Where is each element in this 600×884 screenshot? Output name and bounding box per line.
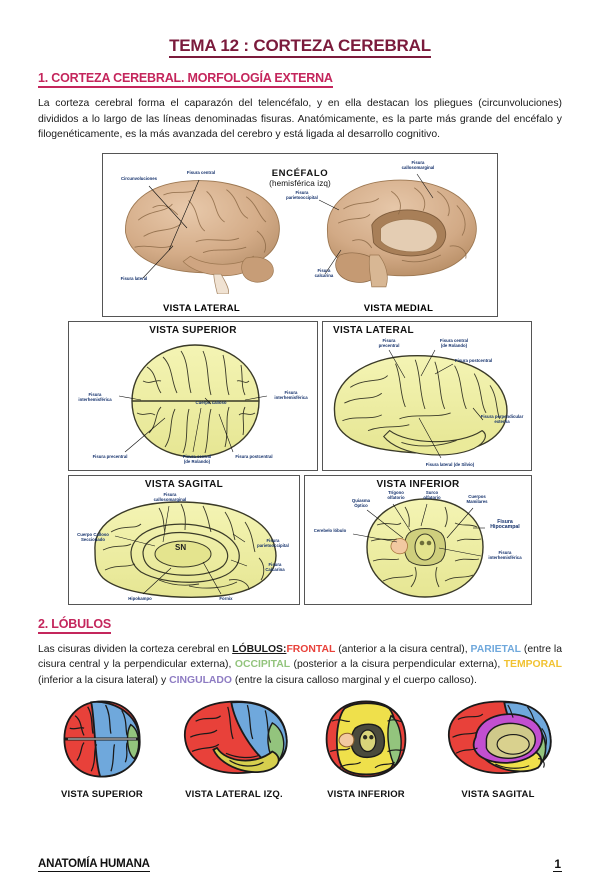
figure-vista-inferior-title: VISTA INFERIOR <box>376 478 460 490</box>
label-sup-interhem-right: Fisura interhemisférica <box>274 389 308 400</box>
page-title: TEMA 12 : CORTEZA CEREBRAL <box>38 36 562 58</box>
lobe-caption-superior: VISTA SUPERIOR <box>61 789 143 800</box>
label-sup-central: Fisura central (de Rolando) <box>182 453 212 464</box>
svg-text:SN: SN <box>175 543 186 552</box>
label-sag-cuerpo-calloso: Cuerpo Calloso Seccionado <box>77 531 109 542</box>
figure-vista-sagital-title: VISTA SAGITAL <box>144 478 224 490</box>
label-sup-interhem-left: Fisura interhemisférica <box>78 391 112 402</box>
para2-occipital: OCCIPITAL <box>234 659 291 670</box>
lobe-brain-sagital <box>448 700 552 774</box>
figure-encefalo-caption-medial: VISTA MEDIAL <box>363 302 434 314</box>
para2-part3: (entre la cisura central y la perpendicu… <box>38 643 562 671</box>
label-lat-lateral: Fisura lateral (de Silvio) <box>425 461 475 467</box>
label-lat-perpendicular: Fisura perpendicular externa <box>480 413 524 424</box>
lobe-views-row: VISTA SUPERIOR VISTA L <box>38 696 562 800</box>
brain-medial-photo <box>327 179 477 287</box>
lobe-caption-inferior: VISTA INFERIOR <box>327 789 405 800</box>
label-sag-calcarina: Fisura Calcarina <box>265 561 285 572</box>
label-sag-fornix: Fornix <box>219 595 233 601</box>
para2-frontal: FRONTAL <box>286 643 336 655</box>
brain-inferior-outline <box>366 497 484 598</box>
lobe-view-superior: VISTA SUPERIOR <box>38 696 166 800</box>
para2-part5: (inferior a la cisura lateral) y <box>38 674 170 686</box>
lobe-view-lateral: VISTA LATERAL IZQ. <box>170 696 298 800</box>
lobe-brain-inferior <box>325 700 407 778</box>
section-1-paragraph: La corteza cerebral forma el caparazón d… <box>38 98 562 140</box>
lobe-brain-superior <box>63 700 141 778</box>
section-heading-2: 2. LÓBULOS <box>38 616 562 634</box>
para2-part6: (entre la cisura calloso marginal y el c… <box>232 674 477 686</box>
label-sup-precentral: Fisura precentral <box>92 453 128 459</box>
label-fisura-calcarina: Fisura calcarina <box>314 267 334 278</box>
figure-row-3: VISTA SAGITAL <box>38 474 562 605</box>
lobe-caption-lateral: VISTA LATERAL IZQ. <box>185 789 283 800</box>
figure-vista-lateral-title: VISTA LATERAL <box>333 324 414 336</box>
label-inf-quiasma: Quiasma Óptico <box>351 497 371 508</box>
label-inf-hipocampal: Fisura Hipocampal <box>490 518 520 530</box>
label-sag-parietooccipital: Fisura parietooccipital <box>257 537 289 548</box>
section-heading-1: 1. CORTEZA CEREBRAL. MORFOLOGÍA EXTERNA <box>38 71 562 88</box>
para2-temporal: TEMPORAL <box>503 659 562 670</box>
figure-1-row: ENCÉFALO (hemisférica izq) <box>38 152 562 317</box>
figure-vista-superior-title: VISTA SUPERIOR <box>149 324 237 336</box>
figure-vista-sagital: VISTA SAGITAL <box>68 474 300 605</box>
para2-part4: (posterior a la cisura perpendicular ext… <box>290 659 504 670</box>
label-inf-trigono: Trígono olfatorio <box>387 489 405 500</box>
label-inf-cerebelo: Cerebelo lóbulo <box>313 527 347 533</box>
label-lat-postcentral: Fisura postcentral <box>455 357 493 363</box>
encefalo-subtitle: (hemisférica izq) <box>269 178 331 188</box>
figure-vista-lateral: VISTA LATERAL <box>322 320 532 471</box>
label-inf-surco: Surco olfatorio <box>423 489 441 500</box>
section-heading-1-text: 1. CORTEZA CEREBRAL. MORFOLOGÍA EXTERNA <box>38 71 333 88</box>
label-sag-hipokampo: Hipokampo <box>128 595 152 601</box>
label-fisura-central: Fisura central <box>186 169 216 175</box>
label-sup-cuerpo-calloso: Cuerpo calloso <box>195 399 227 405</box>
figure-encefalo-heading: ENCÉFALO (hemisférica izq) <box>269 168 331 188</box>
para2-cingulado: CINGULADO <box>169 674 233 686</box>
figure-encefalo-caption-lateral: VISTA LATERAL <box>162 302 241 314</box>
label-circunvoluciones: Circunvoluciones <box>120 175 158 181</box>
section-heading-2-text: 2. LÓBULOS <box>38 616 111 634</box>
encefalo-title: ENCÉFALO <box>271 167 329 179</box>
label-inf-cuerpos: Cuerpos Mamilares <box>466 493 488 504</box>
page-title-text: TEMA 12 : CORTEZA CEREBRAL <box>169 36 431 58</box>
label-inf-interhemisferica: Fisura interhemisférica <box>488 549 522 560</box>
brain-sagital-outline: SN <box>94 500 277 598</box>
footer-page-number: 1 <box>553 857 562 872</box>
lobe-view-sagital: VISTA SAGITAL <box>434 696 562 800</box>
para2-parietal: PARIETAL <box>470 643 521 655</box>
figure-vista-superior: VISTA SUPERIOR <box>68 320 318 471</box>
label-fisura-parietooccipital: Fisura parietooccipital <box>286 189 318 200</box>
label-lat-precentral: Fisura precentral <box>378 337 400 348</box>
lobe-caption-sagital: VISTA SAGITAL <box>461 789 535 800</box>
page-footer: ANATOMÍA HUMANA 1 <box>38 858 562 872</box>
section-2-paragraph: Las cisuras dividen la corteza cerebral … <box>38 642 562 689</box>
para2-lobulos: LÓBULOS: <box>232 643 287 655</box>
document-page: TEMA 12 : CORTEZA CEREBRAL 1. CORTEZA CE… <box>0 36 600 884</box>
lobe-brain-lateral <box>184 700 288 774</box>
label-sag-callosomarginal: Fisura callosomarginal <box>153 491 187 502</box>
figure-row-2: VISTA SUPERIOR <box>38 320 562 471</box>
label-lat-central: Fisura central (de Rolando) <box>439 337 469 348</box>
para2-part1: Las cisuras dividen la corteza cerebral … <box>38 643 233 655</box>
brain-lateral-outline <box>333 354 508 455</box>
lobe-view-inferior: VISTA INFERIOR <box>302 696 430 800</box>
figure-encefalo: ENCÉFALO (hemisférica izq) <box>102 152 498 317</box>
label-sup-postcentral: Fisura postcentral <box>235 453 273 459</box>
label-fisura-lateral: Fisura lateral <box>120 275 148 281</box>
label-fisura-callosomarginal: Fisura callosomarginal <box>401 159 435 170</box>
footer-title: ANATOMÍA HUMANA <box>38 858 150 872</box>
figure-vista-inferior: VISTA INFERIOR <box>304 474 532 605</box>
para2-part2: (anterior a la cisura central), <box>335 643 471 655</box>
